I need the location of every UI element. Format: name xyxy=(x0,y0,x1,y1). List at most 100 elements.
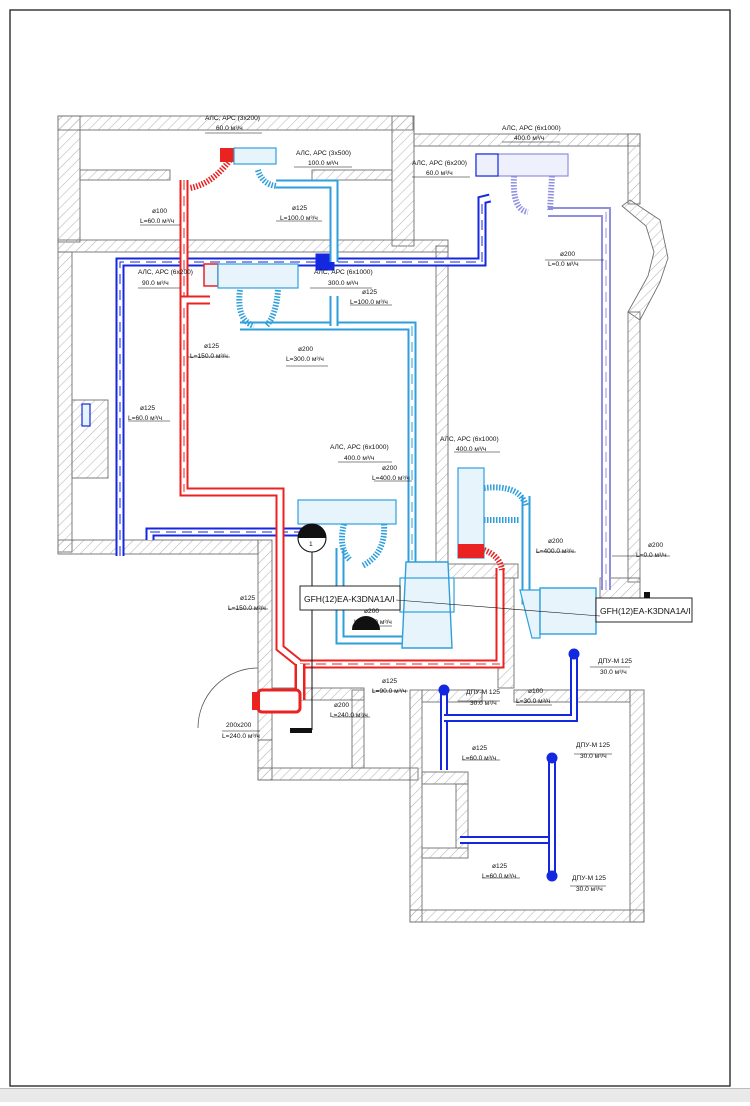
indoor-unit-left xyxy=(401,561,453,649)
label-flow: L=60.0 м³/ч xyxy=(462,755,496,762)
label-name: ДПУ-М 125 xyxy=(598,658,632,665)
label-name: АЛС, АРС (6x1000) xyxy=(440,436,499,443)
label-flow: 400.0 м³/ч xyxy=(344,455,374,462)
wall-segment xyxy=(351,689,365,769)
grille-right-2 xyxy=(475,153,499,177)
label-name: АЛС, АРС (6x200) xyxy=(412,160,467,167)
label-d: ø125 xyxy=(140,405,155,412)
exhaust-duct xyxy=(179,180,505,700)
label-d: ø125 xyxy=(382,678,397,685)
label-flow: 400.0 м³/ч xyxy=(456,446,486,453)
dpu-diffuser xyxy=(546,752,558,764)
flex-duct xyxy=(547,175,555,211)
supply-grille-left xyxy=(81,403,91,427)
walls xyxy=(57,115,669,923)
wall-segment xyxy=(79,169,171,181)
label-name: АЛС, АРС (6x1000) xyxy=(502,125,561,132)
label-flow: 300.0 м³/ч xyxy=(328,280,358,287)
label-name: ДПУ-М 125 xyxy=(466,689,500,696)
label-name: АЛС, АРС (3x200) xyxy=(205,115,260,122)
marker-number: 1 xyxy=(309,541,313,548)
unit-model-right: GFH(12)EA-K3DNA1A/I xyxy=(600,606,691,616)
dpu-diffuser xyxy=(568,648,580,660)
unit-model-left: GFH(12)EA-K3DNA1A/I xyxy=(304,594,395,604)
wall-segment xyxy=(629,689,645,923)
supply-duct-dark xyxy=(115,193,492,556)
wall-segment xyxy=(57,539,259,555)
label-flow: 400.0 м³/ч xyxy=(514,135,544,142)
wall-segment xyxy=(57,251,73,553)
label-flow: 30.0 м³/ч xyxy=(580,753,607,760)
wall-segment xyxy=(409,909,645,923)
leader-lines xyxy=(128,132,670,887)
label-name: АЛС, АРС (6x1000) xyxy=(330,444,389,451)
flex-duct xyxy=(236,289,256,329)
label-d: ø200 xyxy=(648,542,663,549)
wall-segment xyxy=(57,115,81,243)
return-duct xyxy=(548,207,611,590)
flex-duct xyxy=(483,484,529,508)
flex-duct xyxy=(339,523,353,563)
wall-plug xyxy=(290,728,312,733)
label-flow: L=150.0 м³/ч xyxy=(228,605,266,612)
fan-grille xyxy=(252,692,260,710)
label-d: ø125 xyxy=(204,343,219,350)
wall-segment xyxy=(621,199,669,321)
label-d: ø125 xyxy=(362,289,377,296)
flex-duct xyxy=(189,158,233,191)
label-d: ø125 xyxy=(492,863,507,870)
wall-segment xyxy=(435,245,449,577)
grille-mid-2 xyxy=(217,263,299,289)
label-d: ø100 xyxy=(528,688,543,695)
label-size: 200x200 xyxy=(226,722,252,729)
label-flow: L=100.0 м³/ч xyxy=(280,215,318,222)
label-d: ø200 xyxy=(364,608,379,615)
label-flow: L=400.0 м³/ч xyxy=(372,475,410,482)
wall-segment xyxy=(391,115,415,247)
wall-segment xyxy=(311,169,393,181)
label-flow: L=60.0 м³/ч xyxy=(140,218,174,225)
label-d: ø200 xyxy=(560,251,575,258)
label-flow: 100.0 м³/ч xyxy=(308,160,338,167)
label-flow: L=400.0 м³/ч xyxy=(354,619,392,626)
wall-segment xyxy=(627,133,641,205)
section-marker-2 xyxy=(352,616,380,630)
label-name: ДПУ-М 125 xyxy=(576,742,610,749)
label-flow: L=150.0 м³/ч xyxy=(190,353,228,360)
label-flow: 30.0 м³/ч xyxy=(600,669,627,676)
unit-callout-right-box xyxy=(595,597,693,623)
label-d: ø125 xyxy=(292,205,307,212)
dpu-diffuser xyxy=(438,684,450,696)
label-flow: 30.0 м³/ч xyxy=(576,886,603,893)
label-name: ДПУ-М 125 xyxy=(572,875,606,882)
label-d: ø125 xyxy=(240,595,255,602)
wall-segment xyxy=(409,689,423,923)
dpu-diffusers xyxy=(438,648,580,882)
label-flow: 90.0 м³/ч xyxy=(142,280,169,287)
wall-segment xyxy=(627,311,641,583)
label-flow: L=0.0 м³/ч xyxy=(548,261,579,268)
label-flow: 60.0 м³/ч xyxy=(216,125,243,132)
dpu-ducts xyxy=(440,654,578,876)
label-flow: L=0.0 м³/ч xyxy=(636,552,667,559)
wall-segment xyxy=(257,767,419,781)
indoor-unit-right xyxy=(519,589,541,639)
label-d: ø100 xyxy=(152,208,167,215)
label-flow: L=30.0 м³/ч xyxy=(516,698,550,705)
grille-top-1 xyxy=(220,148,234,162)
dpu-diffuser xyxy=(546,870,558,882)
grille-mid-1 xyxy=(203,263,219,287)
grille-right-mid-red xyxy=(458,544,484,558)
flex-duct xyxy=(510,175,529,215)
label-flow: L=240.0 м³/ч xyxy=(330,712,368,719)
label-flow: 60.0 м³/ч xyxy=(426,170,453,177)
label-flow: 30.0 м³/ч xyxy=(470,700,497,707)
label-flow: L=90.0 м³/ч xyxy=(372,688,406,695)
labels: АЛС, АРС (3x200) 60.0 м³/ч АЛС, АРС (3x5… xyxy=(128,115,691,893)
exhaust-fan xyxy=(256,688,302,714)
label-flow: L=240.0 м³/ч xyxy=(222,733,260,740)
label-flow: L=60.0 м³/ч xyxy=(482,873,516,880)
label-name: АЛС, АРС (6x1000) xyxy=(314,269,373,276)
